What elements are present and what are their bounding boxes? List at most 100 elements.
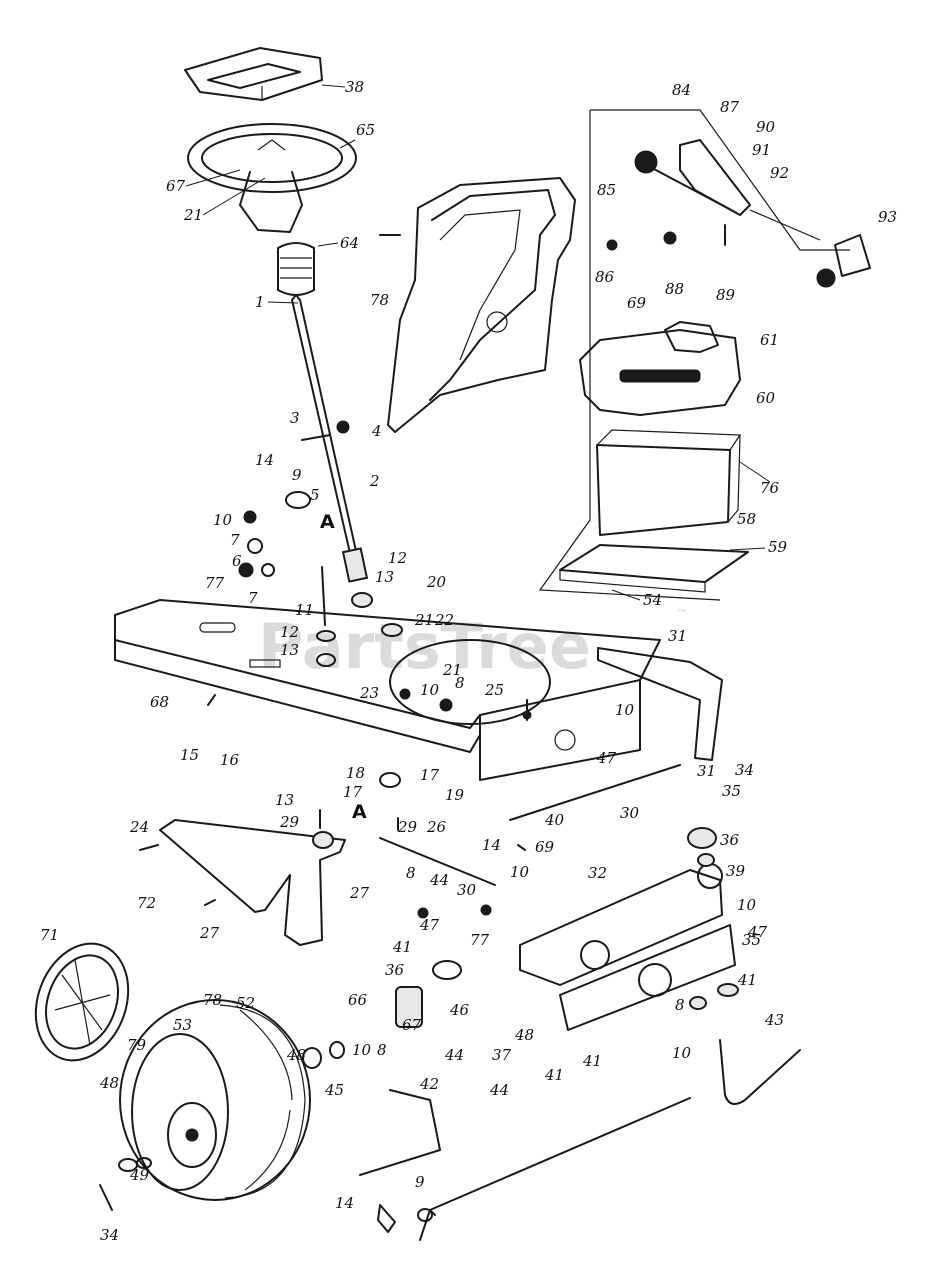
- callout: 44: [444, 1046, 464, 1064]
- callout: 8: [406, 864, 416, 882]
- callout: 67: [166, 177, 186, 195]
- callout: 11: [295, 601, 314, 619]
- callout: 17: [420, 766, 440, 784]
- callout: 10: [510, 863, 530, 881]
- callout: 8: [377, 1041, 387, 1059]
- callout: 77: [205, 574, 225, 592]
- callout: 29: [397, 818, 418, 836]
- callout: 90: [756, 118, 776, 136]
- callout: 10: [352, 1041, 372, 1059]
- callout: 78: [203, 991, 222, 1009]
- tie-rods: [359, 837, 801, 1211]
- callout: 53: [173, 1016, 192, 1034]
- rear-plate: [597, 647, 723, 761]
- callout: 27: [349, 884, 370, 902]
- callout: 47: [747, 923, 768, 941]
- seat-pan: [387, 177, 576, 433]
- callout: 24: [129, 818, 149, 836]
- callout: 46: [449, 1001, 470, 1019]
- callout: 71: [40, 926, 59, 944]
- frame-top: [590, 109, 850, 251]
- callout: 21: [183, 206, 203, 224]
- front-axle: [519, 863, 736, 1031]
- dashed-frame-left: [538, 110, 721, 601]
- leader-lines: [185, 84, 771, 601]
- callout: 30: [620, 804, 640, 822]
- callout: 59: [768, 538, 788, 556]
- callout: 18: [346, 764, 365, 782]
- drag-link: [509, 764, 681, 821]
- callout: 88: [665, 280, 684, 298]
- callout: 66: [348, 991, 368, 1009]
- callout: 68: [150, 693, 169, 711]
- callout: 12: [388, 549, 407, 567]
- callout: 40: [544, 811, 565, 829]
- callout: 10: [615, 701, 635, 719]
- battery-tray: [559, 544, 749, 593]
- small-parts: [99, 224, 739, 1241]
- callout: 44: [489, 1081, 509, 1099]
- callout: 45: [324, 1081, 344, 1099]
- callout: 26: [426, 818, 447, 836]
- callout: 35: [742, 931, 761, 949]
- callout: 67: [402, 1016, 422, 1034]
- callout: 48: [99, 1074, 119, 1092]
- callout: 86: [595, 268, 615, 286]
- callout: 27: [199, 924, 220, 942]
- hubcap: [34, 942, 130, 1062]
- callout: 54: [643, 591, 662, 609]
- callout: 22: [434, 611, 454, 629]
- callout-labels: 38 65 67 21 64 1 78 3 4 14 9 2 5 10 A 7 …: [40, 78, 897, 1244]
- callout: 69: [535, 838, 555, 856]
- section-marker-a: A: [320, 511, 335, 533]
- callout: 69: [627, 294, 647, 312]
- callout: 16: [220, 751, 240, 769]
- callout: 85: [597, 181, 616, 199]
- callout: 64: [340, 234, 359, 252]
- callout: 92: [770, 164, 789, 182]
- steering-shaft: [277, 242, 369, 583]
- callout: 44: [429, 871, 449, 889]
- callout: 8: [675, 996, 685, 1014]
- callout: 13: [280, 641, 299, 659]
- callout: 52: [236, 994, 255, 1012]
- callout: 78: [370, 291, 389, 309]
- watermark-trademark: ™: [676, 607, 688, 621]
- callout: 4: [371, 422, 382, 440]
- callout: 42: [419, 1075, 439, 1093]
- callout: 29: [279, 813, 300, 831]
- fuel-tank: [579, 321, 741, 416]
- callout: 61: [760, 331, 779, 349]
- callout: 19: [445, 786, 465, 804]
- callout: 35: [722, 782, 741, 800]
- callout: 14: [255, 451, 274, 469]
- callout: 36: [720, 831, 740, 849]
- callout: 49: [129, 1166, 150, 1184]
- callout: 1: [255, 293, 265, 311]
- callout: 7: [230, 531, 240, 549]
- callout: 14: [335, 1194, 354, 1212]
- callout: 47: [419, 916, 440, 934]
- callout: 32: [588, 864, 607, 882]
- seat-pad: [184, 47, 323, 101]
- callout: 77: [470, 931, 490, 949]
- callout: 48: [514, 1026, 534, 1044]
- callout: 5: [310, 486, 320, 504]
- callout: 37: [492, 1046, 512, 1064]
- callout: 38: [345, 78, 364, 96]
- callout: 72: [137, 894, 156, 912]
- callout: 34: [100, 1226, 119, 1244]
- callout: 36: [385, 961, 405, 979]
- section-marker-a: A: [352, 801, 367, 823]
- callout: 30: [457, 881, 477, 899]
- front-wheel: [119, 999, 311, 1201]
- callout: 13: [375, 568, 394, 586]
- callout: 25: [484, 681, 504, 699]
- callout: 87: [720, 98, 740, 116]
- callout: 10: [420, 681, 440, 699]
- callout: 89: [716, 286, 736, 304]
- callout: 10: [737, 896, 757, 914]
- callout: 65: [356, 121, 375, 139]
- callout: 41: [544, 1066, 564, 1084]
- callout: 21: [442, 661, 462, 679]
